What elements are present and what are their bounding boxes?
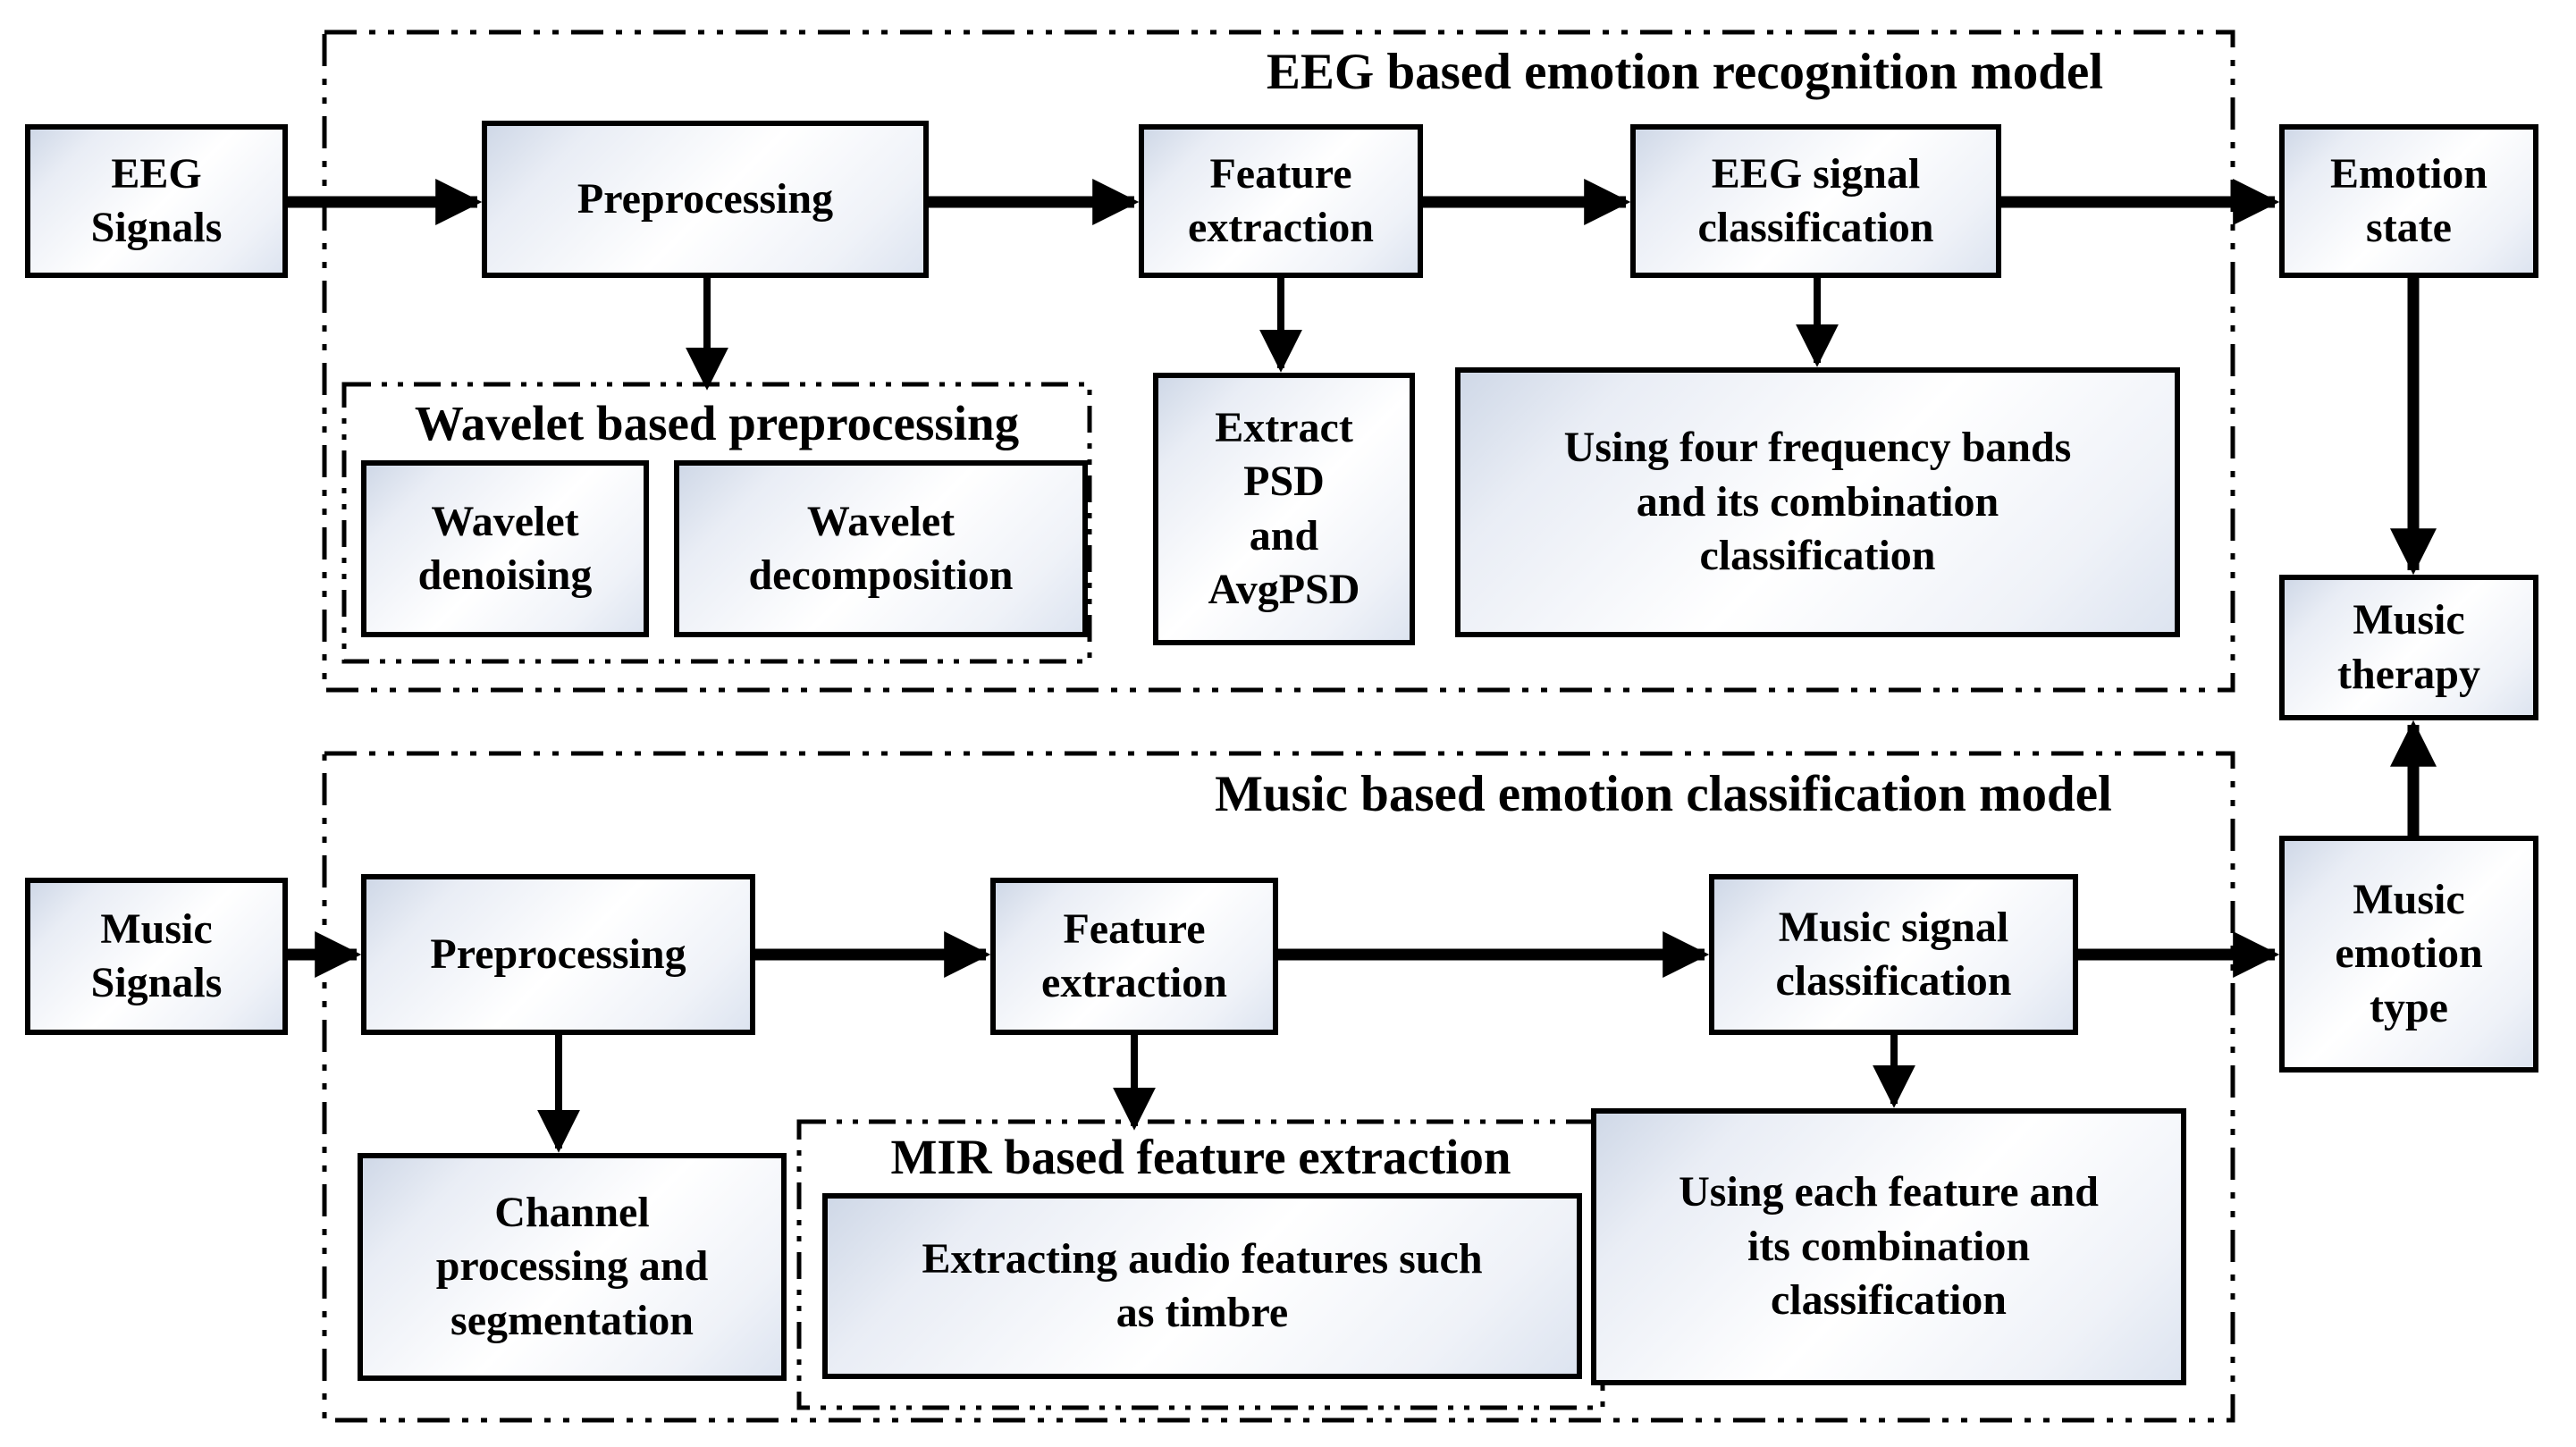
node-wavelet-decomposition: Wavelet decomposition <box>674 460 1088 637</box>
node-extract-psd: Extract PSD and AvgPSD <box>1153 373 1415 645</box>
node-music-emotion-type: Music emotion type <box>2279 836 2538 1073</box>
node-music-preprocessing: Preprocessing <box>361 874 755 1035</box>
node-using-four-bands: Using four frequency bands and its combi… <box>1455 367 2180 637</box>
music-model-title: Music based emotion classification model <box>1215 766 2112 822</box>
node-eeg-feature-extraction: Feature extraction <box>1139 124 1423 278</box>
node-using-each-feature: Using each feature and its combination c… <box>1591 1108 2186 1385</box>
node-music-signal-classification: Music signal classification <box>1709 874 2078 1035</box>
node-music-therapy: Music therapy <box>2279 575 2538 720</box>
mir-section-title: MIR based feature extraction <box>890 1130 1511 1184</box>
eeg-model-title: EEG based emotion recognition model <box>1266 44 2104 100</box>
wavelet-section-title: Wavelet based preprocessing <box>414 396 1020 450</box>
music-model-border <box>322 751 2235 1423</box>
eeg-model-border <box>322 29 2235 693</box>
node-wavelet-denoising: Wavelet denoising <box>361 460 649 637</box>
node-extracting-audio: Extracting audio features such as timbre <box>822 1193 1582 1379</box>
node-music-signals: Music Signals <box>25 878 288 1035</box>
node-eeg-preprocessing: Preprocessing <box>482 121 929 278</box>
node-channel-processing: Channel processing and segmentation <box>358 1153 787 1381</box>
node-eeg-signals: EEG Signals <box>25 124 288 278</box>
node-emotion-state: Emotion state <box>2279 124 2538 278</box>
node-eeg-signal-classification: EEG signal classification <box>1630 124 2001 278</box>
node-music-feature-extraction: Feature extraction <box>990 878 1278 1035</box>
